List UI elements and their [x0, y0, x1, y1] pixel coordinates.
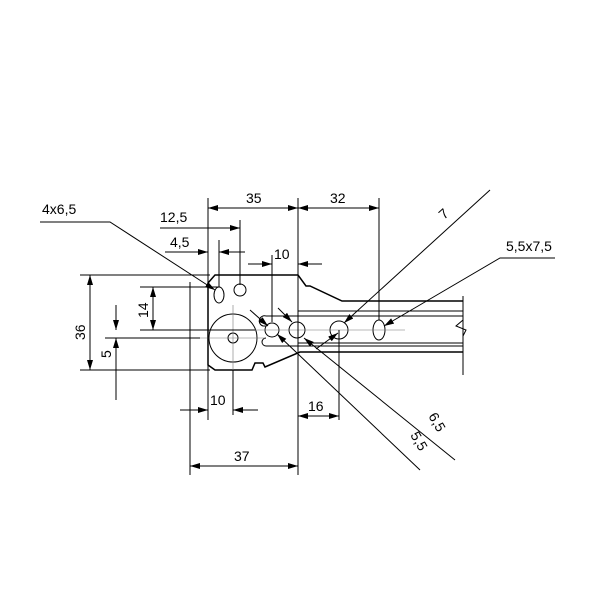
label-10-top: 10 [274, 246, 290, 262]
label-4x6-5: 4x6,5 [42, 201, 76, 217]
label-37: 37 [234, 448, 250, 464]
label-10-bottom: 10 [210, 392, 226, 408]
holes [208, 283, 386, 363]
label-5-5: 5,5 [407, 429, 431, 454]
label-4-5: 4,5 [170, 234, 190, 250]
label-7: 7 [435, 205, 452, 222]
label-6-5: 6,5 [425, 410, 449, 435]
label-14: 14 [135, 302, 151, 318]
dimension-lines [80, 198, 380, 475]
rail-lines [258, 296, 467, 375]
label-35: 35 [246, 190, 262, 206]
label-5-5x7-5: 5,5x7,5 [506, 238, 552, 254]
center-lines [200, 305, 405, 370]
label-32: 32 [330, 190, 346, 206]
label-5: 5 [98, 350, 114, 358]
label-16: 16 [308, 398, 324, 414]
leader-lines [40, 189, 555, 471]
label-36: 36 [72, 324, 88, 340]
label-12-5: 12,5 [160, 209, 187, 225]
